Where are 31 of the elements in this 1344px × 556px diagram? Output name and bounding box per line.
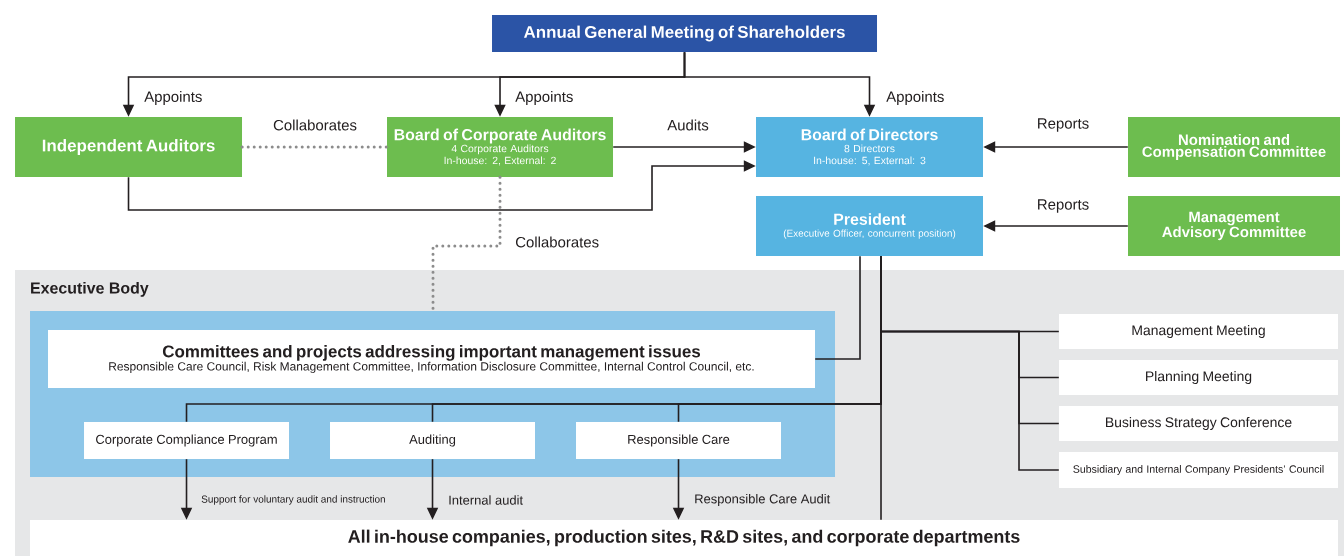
committee-box: Committees and projects addressing important management issues Responsible Care Council, Risk Management Committee, Information Disclosure Committee, Internal Control Council, etc. xyxy=(48,330,815,388)
edge-label: Internal audit xyxy=(449,495,523,505)
edge-label: Appoints xyxy=(515,91,573,105)
program-box: Responsible Care xyxy=(576,422,781,459)
board-box: Board of Directors 8 Directors In-house: 5, External: 3 xyxy=(756,117,983,177)
officer-box: President (Executive Officer, concurrent position) xyxy=(756,196,983,256)
edge-label: Reports xyxy=(1038,118,1089,132)
meeting-box: Planning Meeting xyxy=(1059,360,1338,395)
meeting-box: Management Meeting xyxy=(1059,314,1338,349)
dotted-line xyxy=(431,175,502,313)
auditor-box: Independent Auditors xyxy=(15,117,242,177)
edge-label: Responsible Care Audit xyxy=(695,493,831,507)
edge-label: Reports xyxy=(1038,199,1089,213)
meeting-box: Business Strategy Conference xyxy=(1059,406,1338,441)
edge-label: Collaborates xyxy=(516,236,599,248)
meeting-box: Subsidiary and Internal Company Presidents’ Council xyxy=(1059,452,1338,488)
connector-line xyxy=(880,255,882,521)
heading-box: Annual General Meeting of Shareholders xyxy=(492,15,877,52)
program-box: Corporate Compliance Program xyxy=(84,422,289,459)
edge-label: Audits xyxy=(667,119,709,131)
auditor-box: Board of Corporate Auditors 4 Corporate Auditors In-house: 2, External: 2 xyxy=(387,117,613,177)
edge-label: Appoints xyxy=(144,91,202,105)
edge-label: Collaborates xyxy=(273,119,357,131)
dotted-line xyxy=(240,145,389,149)
program-box: Auditing xyxy=(330,422,535,459)
connector-line xyxy=(814,255,861,360)
edge-label: Appoints xyxy=(886,91,944,105)
committee-box: Nomination and Compensation Committee xyxy=(1128,117,1340,177)
committee-box: Management Advisory Committee xyxy=(1128,196,1340,256)
edge-label: Support for voluntary audit and instruction xyxy=(201,495,385,505)
organization-box: All in-house companies, production sites, R&D sites, and corporate departments xyxy=(30,520,1338,556)
